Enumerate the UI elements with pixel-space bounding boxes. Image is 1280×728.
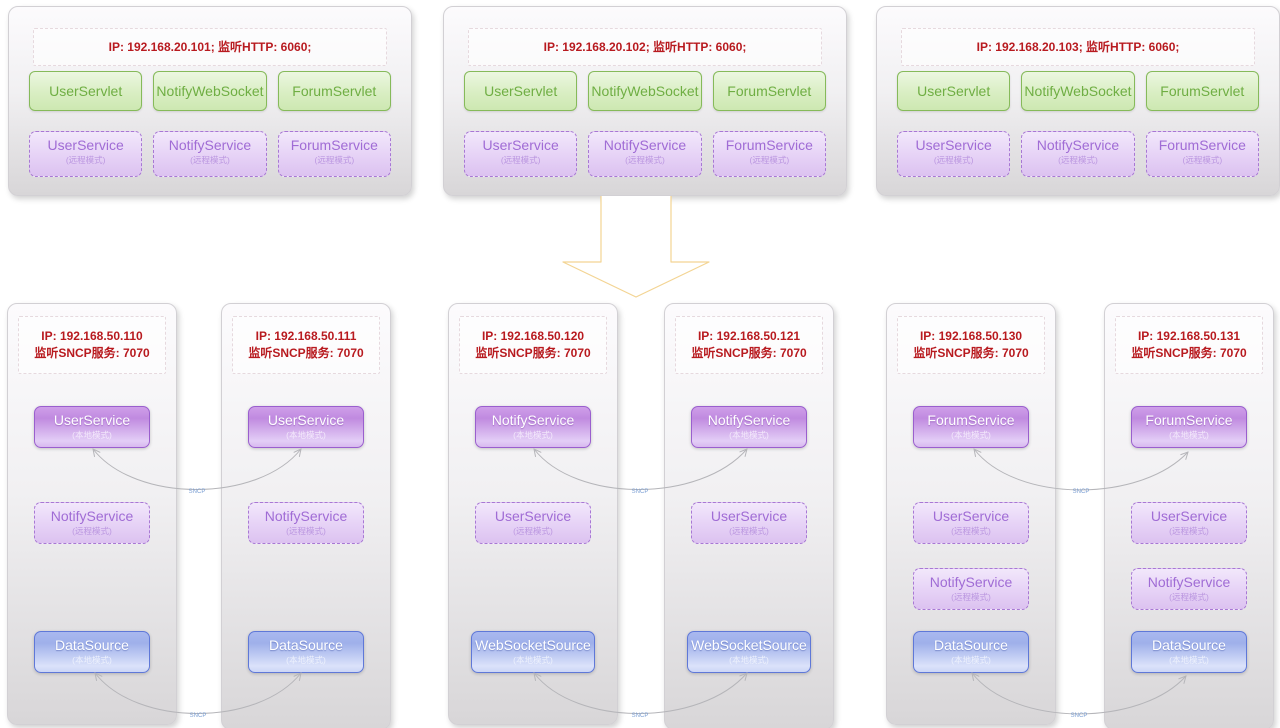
notify-websocket: NotifyWebSocket [153,71,267,111]
connector-label: SNCP [1071,713,1088,719]
websocket-source-local: WebSocketSource (本地模式) [471,631,595,673]
notify-service-remote: NotifyService (远程模式) [248,502,364,544]
notify-service-remote: NotifyService (远程模式) [913,568,1029,610]
connector-label: SNCP [1073,489,1090,495]
sncp-node-110: IP: 192.168.50.110 监听SNCP服务: 7070 UserSe… [7,303,177,725]
service-row: UserService (远程模式) NotifyService (远程模式) … [464,131,826,177]
data-source-local: DataSource (本地模式) [913,631,1029,673]
connector-label: SNCP [190,713,207,719]
http-server-102: IP: 192.168.20.102; 监听HTTP: 6060; UserSe… [443,6,847,196]
notify-websocket: NotifyWebSocket [588,71,702,111]
ip-banner: IP: 192.168.50.120 监听SNCP服务: 7070 [459,316,607,374]
user-service-remote: UserService (远程模式) [464,131,578,177]
notify-service-remote: NotifyService (远程模式) [1021,131,1135,177]
notify-service-remote: NotifyService (远程模式) [588,131,702,177]
servlet-row: UserServlet NotifyWebSocket ForumServlet [897,71,1259,111]
forum-servlet: ForumServlet [277,71,391,111]
notify-service-remote: NotifyService (远程模式) [1131,568,1247,610]
service-row: UserService (远程模式) NotifyService (远程模式) … [29,131,391,177]
forum-servlet: ForumServlet [712,71,826,111]
forum-servlet: ForumServlet [1145,71,1259,111]
notify-service-local: NotifyService (本地模式) [475,406,591,448]
connector-label: SNCP [632,489,649,495]
notify-service-remote: NotifyService (远程模式) [34,502,150,544]
user-service-remote: UserService (远程模式) [29,131,143,177]
ip-banner: IP: 192.168.20.102; 监听HTTP: 6060; [468,28,822,66]
notify-service-local: NotifyService (本地模式) [691,406,807,448]
websocket-source-local: WebSocketSource (本地模式) [687,631,811,673]
sncp-node-130: IP: 192.168.50.130 监听SNCP服务: 7070 ForumS… [886,303,1056,725]
forum-service-remote: ForumService (远程模式) [712,131,826,177]
ip-banner: IP: 192.168.20.101; 监听HTTP: 6060; [33,28,387,66]
sncp-node-111: IP: 192.168.50.111 监听SNCP服务: 7070 UserSe… [221,303,391,728]
servlet-row: UserServlet NotifyWebSocket ForumServlet [29,71,391,111]
connector-label: SNCP [632,713,649,719]
forum-service-local: ForumService (本地模式) [1131,406,1247,448]
user-service-remote: UserService (远程模式) [913,502,1029,544]
user-service-remote: UserService (远程模式) [897,131,1011,177]
notify-websocket: NotifyWebSocket [1021,71,1135,111]
user-service-remote: UserService (远程模式) [475,502,591,544]
servlet-row: UserServlet NotifyWebSocket ForumServlet [464,71,826,111]
sncp-node-131: IP: 192.168.50.131 监听SNCP服务: 7070 ForumS… [1104,303,1274,728]
ip-banner: IP: 192.168.50.111 监听SNCP服务: 7070 [232,316,380,374]
user-servlet: UserServlet [464,71,578,111]
data-source-local: DataSource (本地模式) [248,631,364,673]
user-service-remote: UserService (远程模式) [691,502,807,544]
user-servlet: UserServlet [29,71,143,111]
user-service-local: UserService (本地模式) [248,406,364,448]
forum-service-remote: ForumService (远程模式) [277,131,391,177]
sncp-node-120: IP: 192.168.50.120 监听SNCP服务: 7070 Notify… [448,303,618,725]
sncp-arrow-label: SNCP [623,221,638,266]
forum-service-remote: ForumService (远程模式) [1145,131,1259,177]
service-row: UserService (远程模式) NotifyService (远程模式) … [897,131,1259,177]
notify-service-remote: NotifyService (远程模式) [153,131,267,177]
ip-banner: IP: 192.168.50.110 监听SNCP服务: 7070 [18,316,166,374]
connector-label: SNCP [189,489,206,495]
ip-banner: IP: 192.168.50.121 监听SNCP服务: 7070 [675,316,823,374]
sncp-node-121: IP: 192.168.50.121 监听SNCP服务: 7070 Notify… [664,303,834,728]
ip-banner: IP: 192.168.50.131 监听SNCP服务: 7070 [1115,316,1263,374]
ip-banner: IP: 192.168.50.130 监听SNCP服务: 7070 [897,316,1045,374]
user-service-remote: UserService (远程模式) [1131,502,1247,544]
http-server-103: IP: 192.168.20.103; 监听HTTP: 6060; UserSe… [876,6,1280,196]
user-servlet: UserServlet [897,71,1011,111]
data-source-local: DataSource (本地模式) [1131,631,1247,673]
http-server-101: IP: 192.168.20.101; 监听HTTP: 6060; UserSe… [8,6,412,196]
user-service-local: UserService (本地模式) [34,406,150,448]
ip-banner: IP: 192.168.20.103; 监听HTTP: 6060; [901,28,1255,66]
data-source-local: DataSource (本地模式) [34,631,150,673]
forum-service-local: ForumService (本地模式) [913,406,1029,448]
